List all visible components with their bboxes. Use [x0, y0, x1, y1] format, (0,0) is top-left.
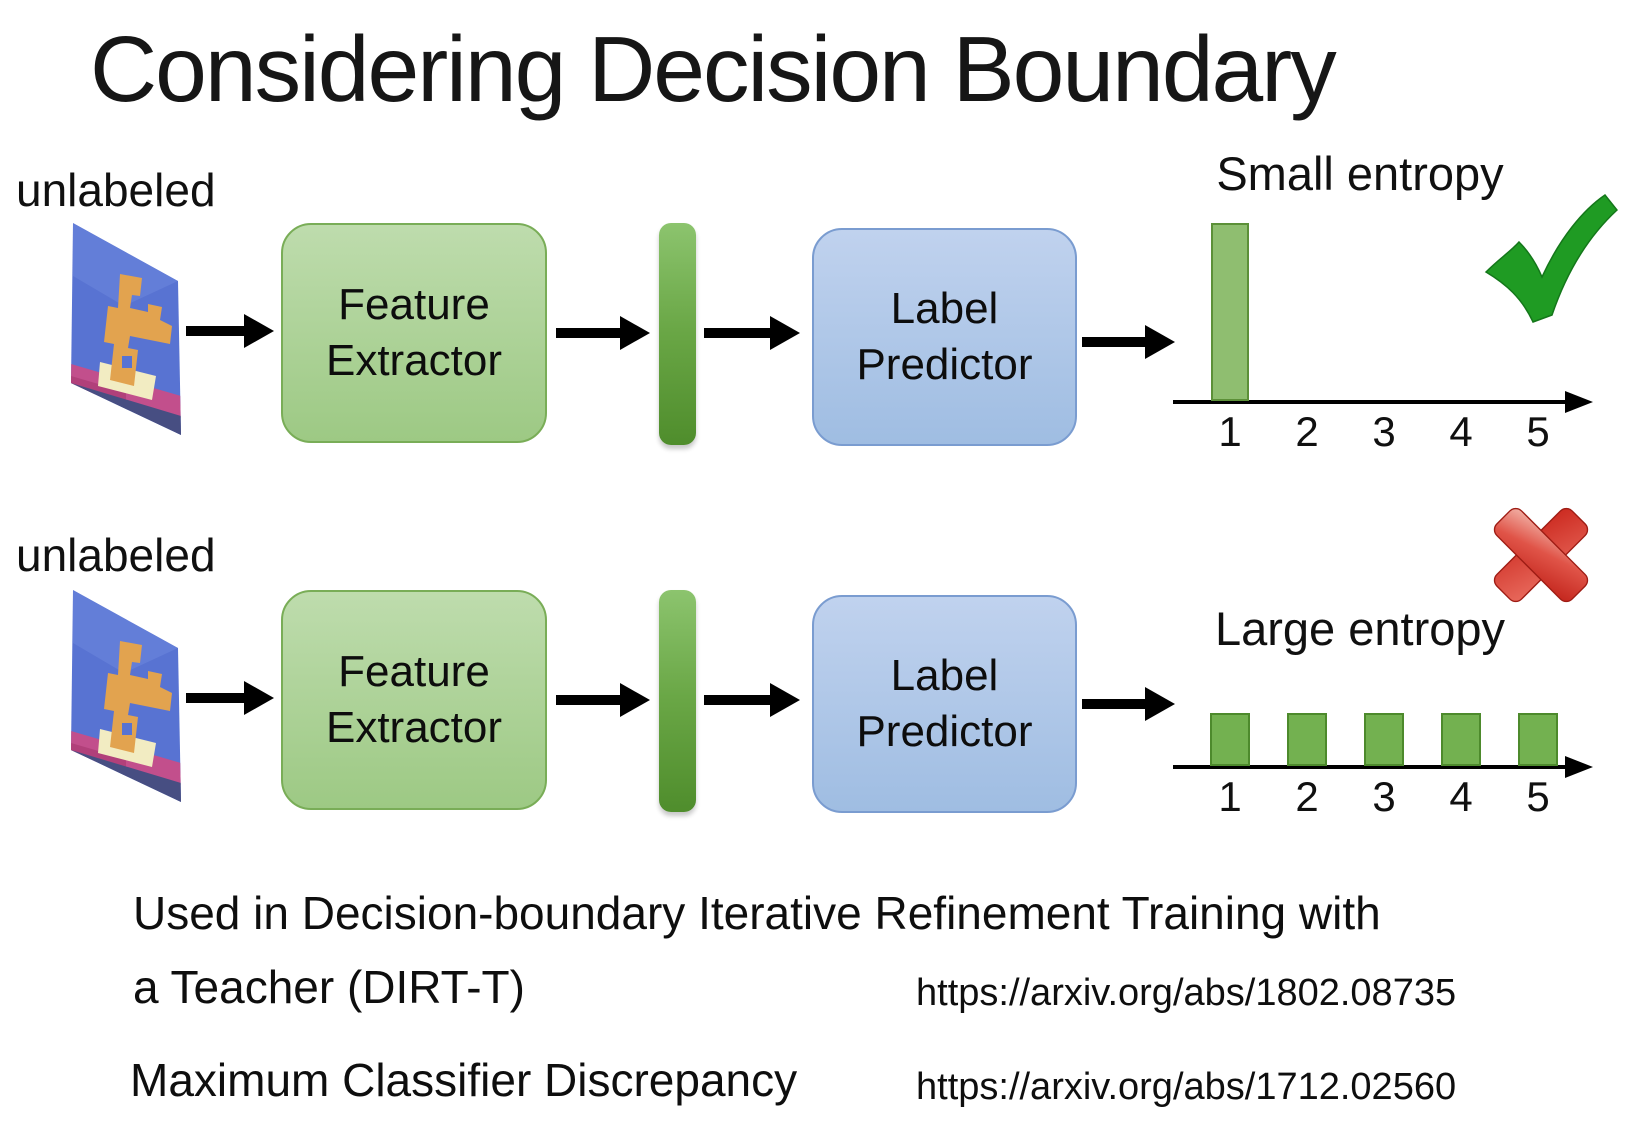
arrow-vector-to-predictor-row2	[704, 695, 770, 705]
footer-line-3: Maximum Classifier Discrepancy	[130, 1054, 798, 1106]
unlabeled-image-row2	[64, 583, 188, 809]
unlabeled-label-row2: unlabeled	[16, 529, 216, 581]
histogram-bar-row2-class4	[1441, 713, 1481, 766]
histogram-axis-row1	[1173, 400, 1565, 404]
tick-label-row2-5: 5	[1526, 773, 1550, 820]
tick-label-row1-5: 5	[1526, 408, 1550, 455]
tick-label-row1-2: 2	[1295, 408, 1319, 455]
histogram-bar-row2-class2	[1287, 713, 1327, 766]
feature-extractor-box-row1: Feature Extractor	[281, 223, 547, 443]
histogram-bar-row2-class3	[1364, 713, 1404, 766]
arrow-predictor-to-histogram-row1	[1082, 337, 1145, 347]
large-entropy-label: Large entropy	[1214, 602, 1506, 655]
arrow-input-to-feature-row2	[186, 693, 244, 703]
arrow-feature-to-vector-row1	[556, 328, 620, 338]
feature-extractor-label-row1: Feature Extractor	[325, 279, 503, 385]
tick-label-row2-3: 3	[1372, 773, 1396, 820]
histogram-bar-row1-class1	[1211, 223, 1249, 401]
feature-extractor-label-row2: Feature Extractor	[325, 646, 503, 752]
footer-line-2: a Teacher (DIRT-T)	[133, 961, 525, 1013]
histogram-bar-row2-class5	[1518, 713, 1558, 766]
tick-label-row2-1: 1	[1218, 773, 1242, 820]
histogram-bar-row2-class1	[1210, 713, 1250, 766]
tick-label-row1-4: 4	[1449, 408, 1473, 455]
tick-label-row1-3: 3	[1372, 408, 1396, 455]
tick-label-row1-1: 1	[1218, 408, 1242, 455]
tick-label-row2-4: 4	[1449, 773, 1473, 820]
arxiv-url-2: https://arxiv.org/abs/1712.02560	[916, 1066, 1457, 1108]
histogram-axis-row2	[1173, 765, 1565, 769]
feature-vector-bar-row1	[659, 223, 696, 445]
label-predictor-box-row2: Label Predictor	[812, 595, 1077, 813]
slide-title: Considering Decision Boundary	[90, 17, 1337, 121]
label-predictor-box-row1: Label Predictor	[812, 228, 1077, 446]
cross-icon	[1493, 507, 1589, 603]
arrow-input-to-feature-row1	[186, 326, 244, 336]
arrow-feature-to-vector-row2	[556, 695, 620, 705]
footer-line-1: Used in Decision-boundary Iterative Refi…	[133, 887, 1381, 939]
tick-label-row2-2: 2	[1295, 773, 1319, 820]
unlabeled-image-row1	[71, 223, 181, 435]
arxiv-url-1: https://arxiv.org/abs/1802.08735	[916, 972, 1457, 1014]
arrow-predictor-to-histogram-row2	[1082, 699, 1145, 709]
label-predictor-label-row2: Label Predictor	[856, 650, 1033, 756]
checkmark-icon	[1484, 193, 1619, 323]
feature-vector-bar-row2	[659, 590, 696, 812]
unlabeled-label-row1: unlabeled	[16, 164, 216, 216]
label-predictor-label-row1: Label Predictor	[856, 283, 1033, 389]
small-entropy-label: Small entropy	[1216, 147, 1504, 200]
arrow-vector-to-predictor-row1	[704, 328, 770, 338]
feature-extractor-box-row2: Feature Extractor	[281, 590, 547, 810]
